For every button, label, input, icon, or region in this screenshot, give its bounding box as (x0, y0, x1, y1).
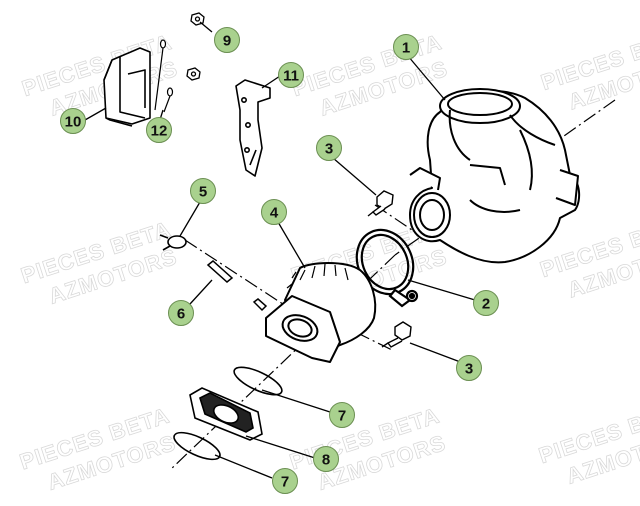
bracket-part-10 (103, 47, 151, 127)
pin-part-6 (206, 260, 268, 312)
callout-5: 5 (190, 178, 216, 204)
leader-line-7a (261, 389, 331, 413)
callout-7-lower: 7 (272, 468, 298, 494)
callout-label: 6 (177, 306, 185, 323)
clip-part-5 (159, 234, 187, 251)
callout-label: 11 (283, 68, 299, 85)
screw-part-3-upper (367, 190, 394, 217)
callout-3-lower: 3 (456, 355, 482, 381)
callout-label: 7 (338, 408, 346, 425)
leader-line-5 (179, 201, 201, 237)
callout-label: 7 (281, 474, 289, 491)
callout-label: 12 (151, 123, 168, 140)
axis-line (184, 239, 293, 311)
callout-6: 6 (168, 300, 194, 326)
callout-label: 3 (325, 141, 333, 158)
carburetor-part-1 (409, 88, 581, 264)
gasket-part-8 (189, 387, 263, 441)
leader-line-3b (409, 342, 464, 364)
manifold-part-4 (265, 262, 377, 363)
callout-2: 2 (473, 290, 499, 316)
clamp-part-2 (355, 228, 419, 308)
screw-part-3-lower (381, 321, 412, 348)
callout-label: 8 (322, 452, 330, 469)
leader-line-8 (245, 435, 316, 459)
leader-line-10 (84, 107, 107, 121)
callout-label: 2 (482, 296, 490, 313)
callout-4: 4 (261, 199, 287, 225)
callout-label: 9 (223, 33, 231, 50)
leader-line-6 (189, 279, 213, 305)
callout-3-upper: 3 (316, 135, 342, 161)
oring-part-7-lower (173, 431, 221, 461)
callout-7-upper: 7 (329, 402, 355, 428)
callout-label: 10 (65, 114, 82, 131)
nut-part-9 (186, 12, 205, 81)
callout-8: 8 (313, 446, 339, 472)
callout-label: 3 (465, 361, 473, 378)
callout-1: 1 (393, 34, 419, 60)
leader-line-9 (199, 21, 213, 33)
callout-12: 12 (146, 117, 172, 143)
plate-part-11 (235, 79, 271, 177)
callout-label: 5 (199, 184, 207, 201)
callout-11: 11 (278, 62, 304, 88)
leader-line-4 (277, 221, 306, 269)
callout-9: 9 (214, 27, 240, 53)
callout-label: 4 (270, 205, 279, 222)
oring-part-7-upper (233, 366, 283, 396)
leader-line-1 (407, 55, 446, 101)
leader-line-3a (332, 157, 377, 196)
leader-line-11 (261, 75, 281, 89)
washer-part-12 (154, 39, 174, 113)
leader-line-7b (214, 454, 273, 479)
callout-10: 10 (60, 108, 86, 134)
callout-label: 1 (402, 40, 410, 57)
leader-line-2 (407, 279, 476, 301)
